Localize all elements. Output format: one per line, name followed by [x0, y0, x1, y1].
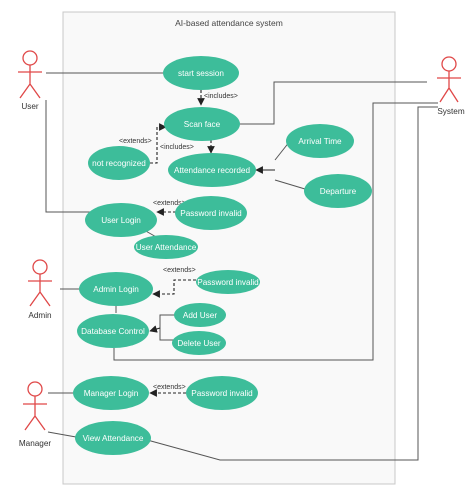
actor-head [441, 56, 457, 72]
use-case-not-recognized[interactable]: not recognized [88, 146, 150, 180]
actor-manager[interactable] [23, 381, 47, 431]
use-case-label: Manager Login [84, 389, 139, 398]
use-case-user-login[interactable]: User Login [85, 203, 157, 237]
actor-user[interactable] [18, 50, 42, 99]
arrow-extends-admin-login [152, 279, 196, 298]
actor-label-user: User [21, 102, 39, 111]
use-case-database-control[interactable]: Database Control [77, 314, 149, 348]
line-db-add-delete [159, 314, 175, 341]
actor-body [18, 65, 42, 99]
use-case-user-attendance[interactable]: User Attendance [134, 235, 198, 259]
use-case-label: start session [178, 69, 224, 78]
actor-admin[interactable] [28, 259, 52, 307]
use-case-departure[interactable]: Departure [304, 174, 372, 208]
use-case-label: User Attendance [136, 243, 197, 252]
line-manager-view-attendance [47, 431, 77, 438]
use-case-label: Attendance recorded [174, 166, 250, 175]
actor-label-manager: Manager [19, 439, 52, 448]
use-case-label: Password invalid [191, 389, 253, 398]
actor-head [27, 381, 43, 397]
use-case-arrival-time[interactable]: Arrival Time [286, 124, 354, 158]
use-case-password-invalid-user[interactable]: Password invalid [175, 196, 247, 230]
relation-label-extends: <extends> [153, 384, 186, 391]
use-case-label: Departure [320, 187, 357, 196]
relation-label-includes: <includes> [160, 144, 194, 151]
use-case-password-invalid-manager[interactable]: Password invalid [186, 376, 258, 410]
use-case-add-user[interactable]: Add User [174, 303, 226, 327]
use-case-admin-login[interactable]: Admin Login [79, 272, 153, 306]
actor-head [22, 50, 38, 66]
actor-system[interactable] [437, 56, 461, 103]
use-case-label: Arrival Time [298, 137, 342, 146]
relation-label-includes: <includes> [204, 93, 238, 100]
use-case-label: Password invalid [180, 209, 242, 218]
use-case-label: Admin Login [93, 285, 139, 294]
use-case-label: Delete User [177, 339, 221, 348]
actor-head [32, 259, 48, 275]
relation-label-extends: <extends> [153, 200, 186, 207]
line-system-admin-db [113, 102, 438, 361]
use-case-scan-face[interactable]: Scan face [164, 107, 240, 141]
relation-arrows [149, 90, 275, 397]
arrow-to-database-control [149, 325, 161, 333]
use-case-delete-user[interactable]: Delete User [172, 331, 226, 355]
use-case-start-session[interactable]: start session [163, 56, 239, 90]
use-case-label: View Attendance [83, 434, 144, 443]
use-case-label: Scan face [184, 120, 221, 129]
actor-body [437, 71, 461, 103]
association-lines [45, 72, 438, 461]
use-case-view-attendance[interactable]: View Attendance [75, 421, 151, 455]
relation-label-extends: <extends> [119, 138, 152, 145]
use-case-label: not recognized [92, 159, 146, 168]
use-case-password-invalid-admin[interactable]: Password invalid [196, 270, 260, 294]
actor-body [23, 396, 47, 431]
use-case-label: Database Control [81, 327, 145, 336]
line-system-view-attendance [139, 106, 438, 461]
use-case-label: Add User [183, 311, 217, 320]
actor-body [28, 274, 52, 307]
use-case-label: User Login [101, 216, 141, 225]
use-case-attendance-recorded[interactable]: Attendance recorded [168, 153, 256, 187]
use-case-label: Password invalid [197, 278, 259, 287]
actor-label-system: System [437, 107, 464, 116]
actor-label-admin: Admin [28, 311, 52, 320]
line-departure-attendance [274, 179, 306, 190]
diagram-title: AI-based attendance system [175, 18, 283, 28]
relation-label-extends: <extends> [163, 267, 196, 274]
line-user-user-login [45, 100, 92, 213]
use-case-manager-login[interactable]: Manager Login [73, 376, 149, 410]
line-system-scan-face [240, 81, 427, 125]
arrow-extends-scan [150, 123, 167, 164]
